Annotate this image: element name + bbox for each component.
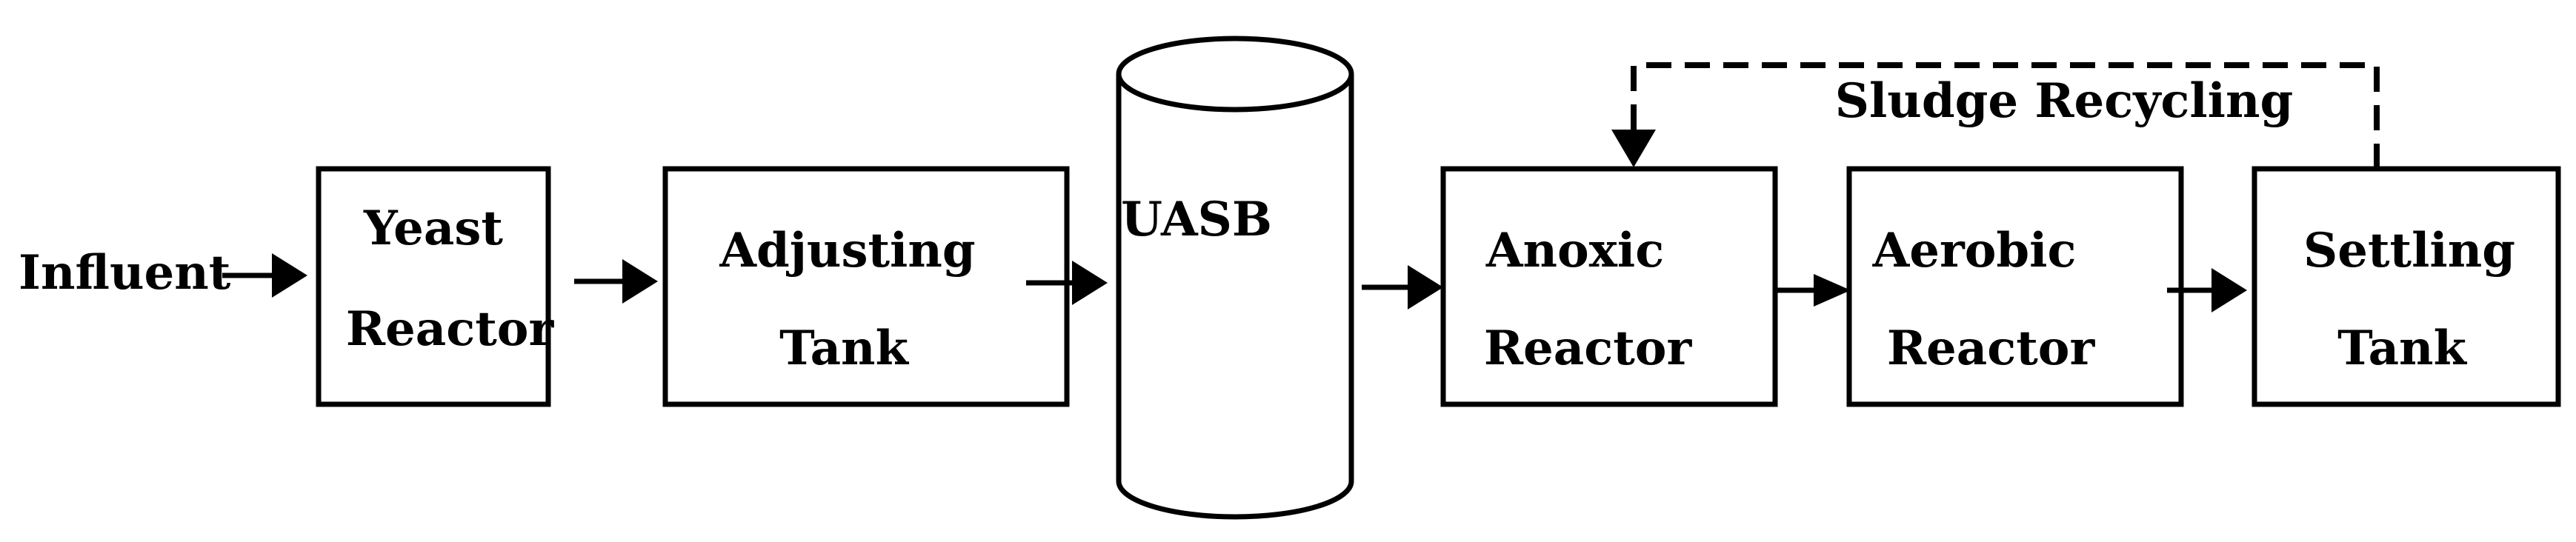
arrow-influent-to-yeast: [222, 253, 307, 298]
aerobic-reactor-box: [1846, 166, 2184, 407]
aerobic-reactor-label-line1: Aerobic: [1872, 223, 2077, 278]
uasb-cylinder-body: [1116, 74, 1354, 520]
anoxic-reactor-label-line2: Reactor: [1484, 321, 1693, 376]
yeast-reactor-box: [316, 166, 551, 407]
settling-tank-label-line2: Tank: [2337, 321, 2468, 376]
stage-settling-tank: Settling Tank: [2251, 166, 2561, 407]
settling-tank-box: [2251, 166, 2561, 407]
arrow-yeast-to-adjusting: [574, 259, 658, 304]
yeast-reactor-label-line1: Yeast: [363, 201, 503, 256]
arrow-anoxic-to-aerobic: [1775, 274, 1851, 307]
arrow-uasb-to-anoxic: [1362, 265, 1443, 310]
sludge-recycling-label: Sludge Recycling: [1835, 73, 2294, 129]
adjusting-tank-label-line1: Adjusting: [719, 223, 975, 278]
adjusting-tank-box: [662, 166, 1070, 407]
influent-label: Influent: [19, 245, 231, 301]
stage-anoxic-reactor: Anoxic Reactor: [1440, 166, 1778, 407]
stage-yeast-reactor: Yeast Reactor: [316, 166, 555, 407]
stage-adjusting-tank: Adjusting Tank: [662, 166, 1070, 407]
adjusting-tank-label-line2: Tank: [779, 321, 910, 376]
anoxic-reactor-label-line1: Anoxic: [1485, 223, 1664, 278]
anoxic-reactor-box: [1440, 166, 1778, 407]
settling-tank-label-line1: Settling: [2303, 223, 2515, 278]
uasb-label: UASB: [1121, 192, 1272, 247]
arrow-adjusting-to-uasb: [1026, 261, 1108, 305]
stage-uasb: UASB: [1116, 36, 1354, 520]
sludge-recycling-arrowhead: [1611, 130, 1656, 167]
sludge-recycling-dashed-line: [1631, 62, 2380, 169]
uasb-cylinder-top: [1116, 36, 1354, 113]
sludge-recycling-loop: Sludge Recycling: [1611, 62, 2380, 169]
aerobic-reactor-label-line2: Reactor: [1887, 321, 2096, 376]
stage-aerobic-reactor: Aerobic Reactor: [1846, 166, 2184, 407]
arrow-aerobic-to-settling: [2167, 268, 2247, 312]
yeast-reactor-label-line2: Reactor: [346, 301, 555, 357]
